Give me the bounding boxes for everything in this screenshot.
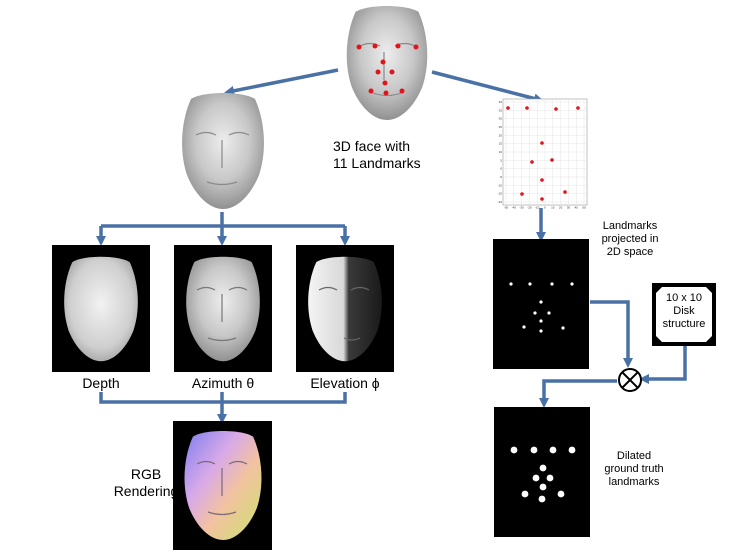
elevation-label: Elevation ϕ: [310, 375, 380, 391]
arrow-operator-to-dilated: [539, 379, 617, 408]
depth-label: Depth: [82, 375, 120, 391]
scatter-y-tick-label: 30: [499, 117, 503, 121]
disk-line3: structure: [662, 318, 706, 330]
disk-line1: 10 x 10: [665, 292, 703, 304]
depth-panel: [52, 245, 150, 372]
scatter-y-tick-label: 15: [499, 142, 503, 146]
scatter-x-tick-label: 0: [544, 206, 546, 210]
disk-structure-label: 10 x 10 Disk structure: [656, 292, 712, 331]
scatter-y-tick-label: 25: [499, 125, 503, 129]
arrow-top-to-plot: [431, 70, 544, 104]
dilated-landmarks-panel: [494, 407, 590, 537]
scatter-y-tick-label: 0: [500, 167, 502, 171]
top-face-caption: 3D face with 11 Landmarks: [333, 138, 421, 172]
dilated-label: Dilated ground truth landmarks: [594, 450, 674, 489]
scatter-gridlines: [503, 99, 587, 205]
scatter-x-tick-label: 50: [582, 206, 586, 210]
elevation-panel: [296, 245, 394, 372]
rgb-label-line2: Rendering: [113, 483, 179, 499]
projection-line2: projected in: [601, 233, 659, 245]
scatter-y-tick-label: 10: [499, 150, 503, 154]
neutral-face-image: [182, 93, 264, 209]
arrow-disk-to-operator: [639, 345, 687, 384]
arrow-landmarks-to-operator: [590, 300, 633, 368]
projected-landmarks-panel: [493, 239, 589, 369]
arrow-top-to-face: [224, 68, 339, 96]
projection-label: Landmarks projected in 2D space: [588, 220, 672, 259]
scatter-x-tick-label: 20: [559, 206, 563, 210]
dilated-line1: Dilated: [616, 450, 652, 462]
scatter-y-tick-label: 20: [499, 133, 503, 137]
convolution-operator-symbol: [618, 368, 642, 392]
connector-arrows: [96, 68, 687, 424]
scatter-x-tick-label: -20: [527, 206, 532, 210]
top-face-image: [346, 5, 428, 121]
scatter-x-tick-label: -40: [512, 206, 517, 210]
rgb-label-line1: RGB: [130, 466, 162, 482]
projection-line3: 2D space: [606, 246, 654, 258]
scatter-x-tick-label: -50: [504, 206, 509, 210]
scatter-points: [506, 106, 580, 201]
top-face-landmarks: [356, 43, 419, 96]
projection-line1: Landmarks: [602, 220, 658, 232]
disk-structure-panel: [652, 283, 716, 346]
scatter-y-tick-label: -15: [498, 192, 503, 196]
top-face-caption-line2: 11 Landmarks: [333, 155, 421, 171]
scatter-y-tick-label: -5: [499, 175, 502, 179]
dilated-line3: landmarks: [608, 476, 660, 488]
rgb-rendering-image: [173, 421, 272, 550]
scatter-x-tick-label: -30: [519, 206, 524, 210]
azimuth-label: Azimuth θ: [191, 375, 255, 391]
disk-line2: Disk: [673, 305, 695, 317]
scatter-x-tick-label: -10: [535, 206, 540, 210]
scatter-y-tick-label: -10: [498, 183, 503, 187]
scatter-y-ticks: 40 35 30 25 20 15 10 5 0 -5 -10 -15 -20: [498, 100, 503, 204]
scatter-x-tick-label: 30: [567, 206, 571, 210]
scatter-y-tick-label: 35: [499, 108, 503, 112]
scatter-y-tick-label: 5: [500, 158, 502, 162]
scatter-x-tick-label: 10: [551, 206, 555, 210]
scatter-y-tick-label: 40: [499, 100, 503, 104]
rgb-rendering-label: RGB Rendering: [110, 466, 182, 500]
top-face-caption-line1: 3D face with: [333, 138, 411, 154]
dilated-line2: ground truth: [604, 463, 664, 475]
scatter-y-tick-label: -20: [498, 200, 503, 204]
scatter-x-tick-label: 40: [575, 206, 579, 210]
azimuth-panel: [174, 245, 272, 372]
